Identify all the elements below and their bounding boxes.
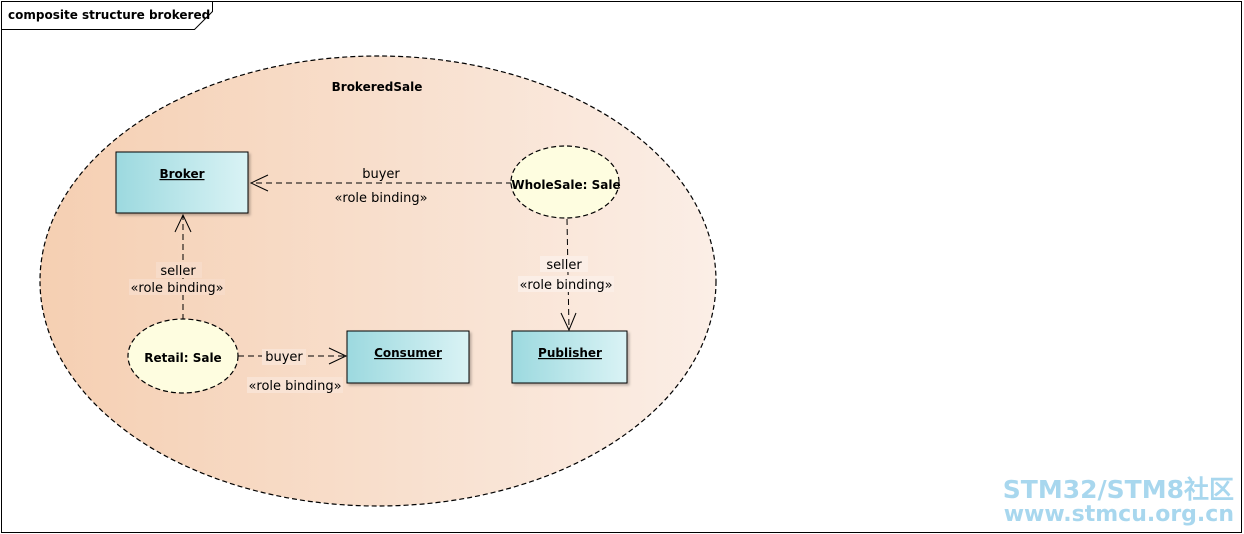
edge-label-bg: [247, 377, 343, 393]
edge-stereotype-label: «role binding»: [248, 379, 341, 394]
publisher-label: Publisher: [538, 346, 602, 360]
edge-role-label: buyer: [265, 350, 303, 365]
edge-stereotype-label: «role binding»: [519, 278, 612, 293]
edge-retail-broker[interactable]: seller «role binding»: [129, 213, 225, 320]
brokered-sale-title: BrokeredSale: [332, 80, 423, 94]
wholesale-collaboration[interactable]: WholeSale: Sale: [510, 145, 621, 219]
diagram-title: composite structure brokered: [8, 8, 210, 22]
publisher-part[interactable]: Publisher: [511, 330, 628, 384]
edge-wholesale-publisher[interactable]: seller «role binding»: [518, 218, 614, 332]
broker-label: Broker: [159, 167, 204, 181]
edge-role-label: seller: [160, 264, 196, 279]
edge-wholesale-broker[interactable]: buyer «role binding»: [249, 167, 512, 206]
edge-label-bg: [518, 276, 614, 292]
broker-part[interactable]: Broker: [115, 151, 249, 214]
edge-role-label: seller: [546, 258, 582, 273]
edge-label-bg: [262, 349, 306, 365]
edge-role-label: buyer: [362, 167, 400, 182]
edge-label-bg: [129, 279, 225, 295]
consumer-part[interactable]: Consumer: [346, 330, 470, 384]
wholesale-label: WholeSale: Sale: [511, 178, 620, 192]
edge-stereotype-label: «role binding»: [334, 191, 427, 206]
edge-retail-consumer[interactable]: buyer «role binding»: [238, 347, 348, 394]
watermark-line-1: STM32/STM8社区: [1003, 475, 1234, 504]
consumer-label: Consumer: [374, 346, 442, 360]
edge-stereotype-label: «role binding»: [130, 281, 223, 296]
edge-label-bg: [156, 262, 202, 278]
retail-collaboration[interactable]: Retail: Sale: [127, 318, 239, 394]
diagram-frame-tab: [1, 1, 213, 30]
watermark-line-2: www.stmcu.org.cn: [1004, 502, 1234, 527]
edge-label-bg: [540, 256, 588, 272]
retail-label: Retail: Sale: [144, 351, 221, 365]
